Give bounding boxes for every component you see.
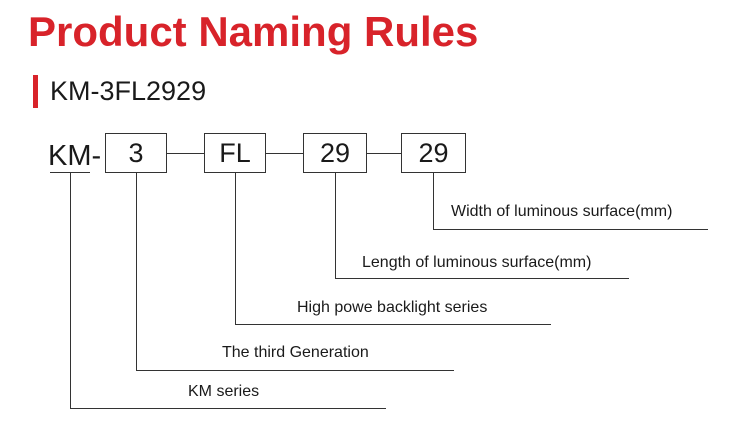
leader-generation-vertical <box>136 173 137 370</box>
segment-box-generation: 3 <box>105 133 167 173</box>
leader-width-vertical <box>433 173 434 229</box>
segment-box-backlight: FL <box>204 133 266 173</box>
leader-backlight-horizontal <box>235 324 551 325</box>
accent-bar <box>33 75 38 108</box>
leader-width-horizontal <box>433 229 708 230</box>
connector-line <box>367 153 401 154</box>
model-code: KM-3FL2929 <box>50 76 207 106</box>
leader-length-horizontal <box>335 278 629 279</box>
label-width: Width of luminous surface(mm) <box>451 203 673 220</box>
page-title: Product Naming Rules <box>28 8 479 55</box>
leader-length-vertical <box>335 173 336 278</box>
connector-line <box>167 153 204 154</box>
segment-box-length: 29 <box>303 133 367 173</box>
connector-line <box>266 153 303 154</box>
leader-series-vertical <box>70 172 71 408</box>
leader-series-horizontal <box>70 408 386 409</box>
label-length: Length of luminous surface(mm) <box>362 254 592 271</box>
segment-box-width: 29 <box>401 133 466 173</box>
prefix-km: KM- <box>48 140 102 172</box>
label-backlight: High powe backlight series <box>297 299 488 316</box>
leader-backlight-vertical <box>235 173 236 324</box>
leader-generation-horizontal <box>136 370 454 371</box>
label-generation: The third Generation <box>222 344 369 361</box>
label-series: KM series <box>188 383 260 400</box>
